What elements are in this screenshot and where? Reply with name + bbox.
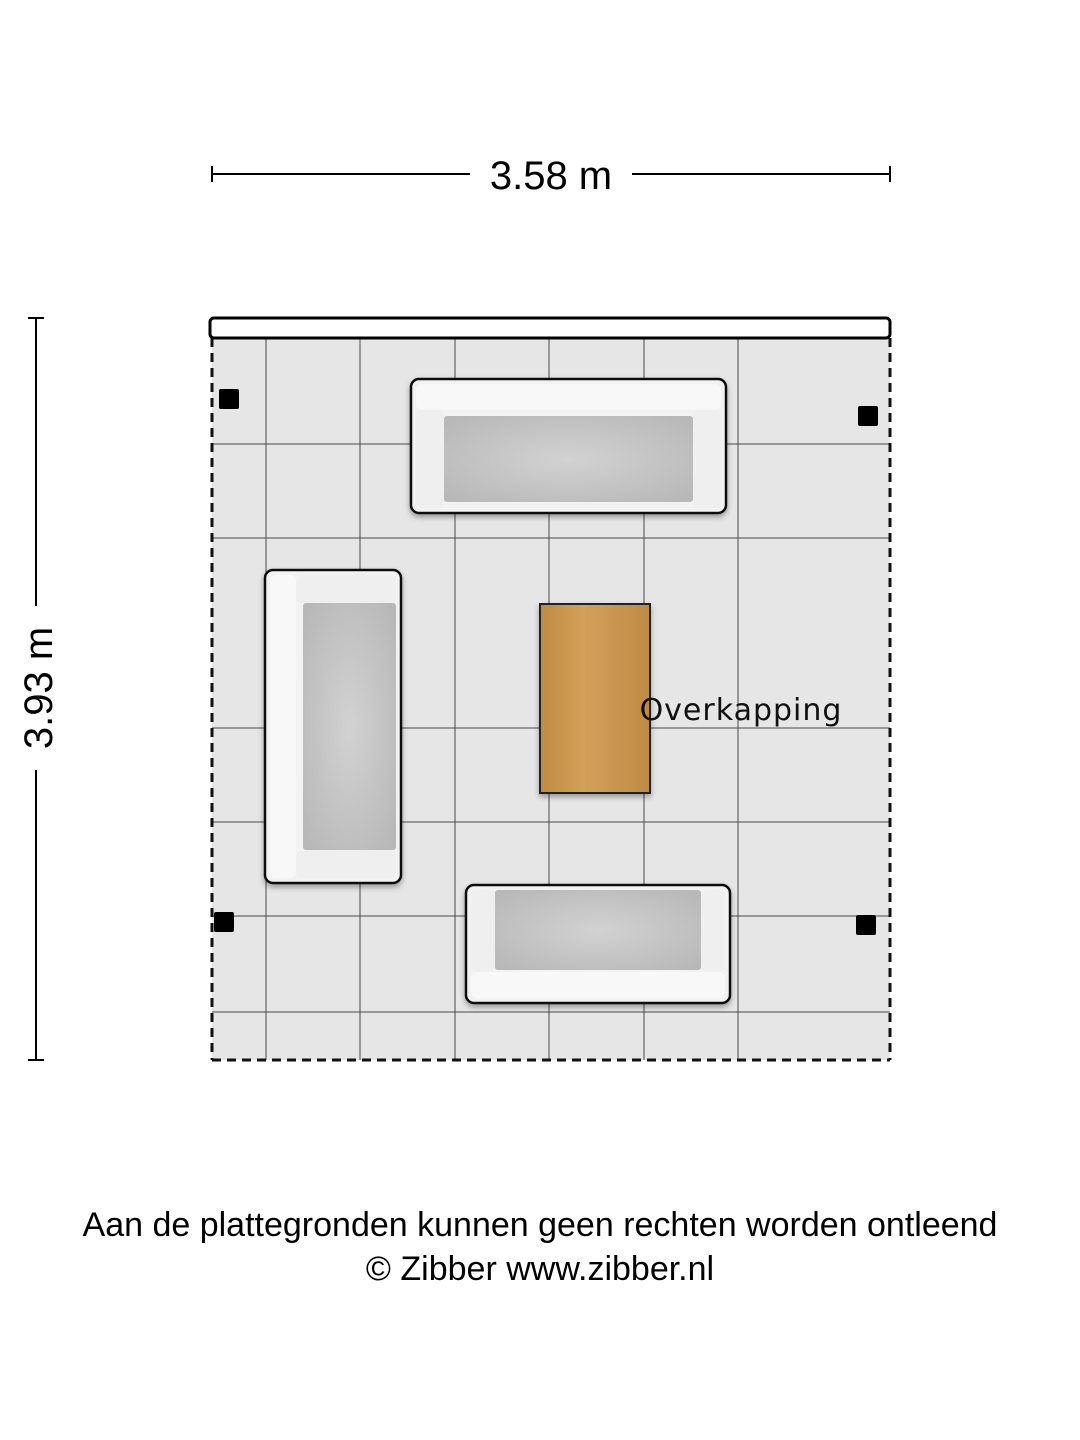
dashed-boundary bbox=[210, 338, 892, 1062]
post-bottom-right bbox=[856, 915, 876, 935]
post-bottom-left bbox=[214, 912, 234, 932]
coffee-table bbox=[539, 603, 651, 794]
post-top-left bbox=[219, 389, 239, 409]
height-dimension: 3.93 m bbox=[17, 317, 61, 1061]
width-dimension: 3.58 m bbox=[211, 154, 891, 198]
copyright-text: © Zibber www.zibber.nl bbox=[365, 1250, 715, 1288]
top-wall bbox=[208, 316, 892, 340]
room-label: Overkapping bbox=[640, 693, 843, 728]
sofa-top bbox=[409, 377, 728, 515]
sofa-left bbox=[263, 568, 403, 885]
posts bbox=[214, 389, 878, 935]
post-top-right bbox=[858, 406, 878, 426]
height-label: 3.93 m bbox=[17, 627, 61, 749]
sofa-bottom bbox=[464, 883, 732, 1005]
width-label: 3.58 m bbox=[490, 154, 612, 198]
disclaimer-text: Aan de plattegronden kunnen geen rechten… bbox=[82, 1206, 998, 1244]
